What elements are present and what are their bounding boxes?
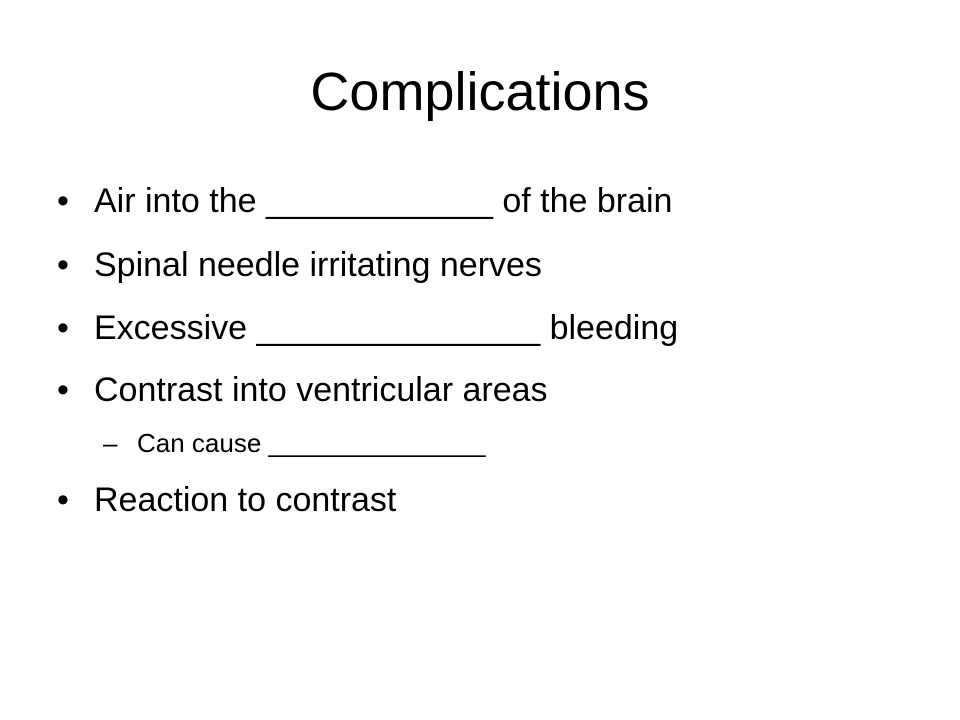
bullet-marker: • <box>57 182 69 220</box>
slide-title: Complications <box>310 62 650 122</box>
sub-bullet-text: Can cause _______________ <box>137 428 486 458</box>
bullet-text: Spinal needle irritating nerves <box>94 246 542 284</box>
bullet-text: Air into the ____________ of the brain <box>94 182 673 220</box>
sub-bullet-marker: – <box>103 428 118 458</box>
bullet-marker: • <box>57 481 69 519</box>
bullet-marker: • <box>57 246 69 284</box>
bullet-text: Contrast into ventricular areas <box>94 371 548 409</box>
bullet-text: Reaction to contrast <box>94 481 397 519</box>
bullet-marker: • <box>57 371 69 409</box>
bullet-text: Excessive _______________ bleeding <box>94 309 679 347</box>
bullet-marker: • <box>57 309 69 347</box>
